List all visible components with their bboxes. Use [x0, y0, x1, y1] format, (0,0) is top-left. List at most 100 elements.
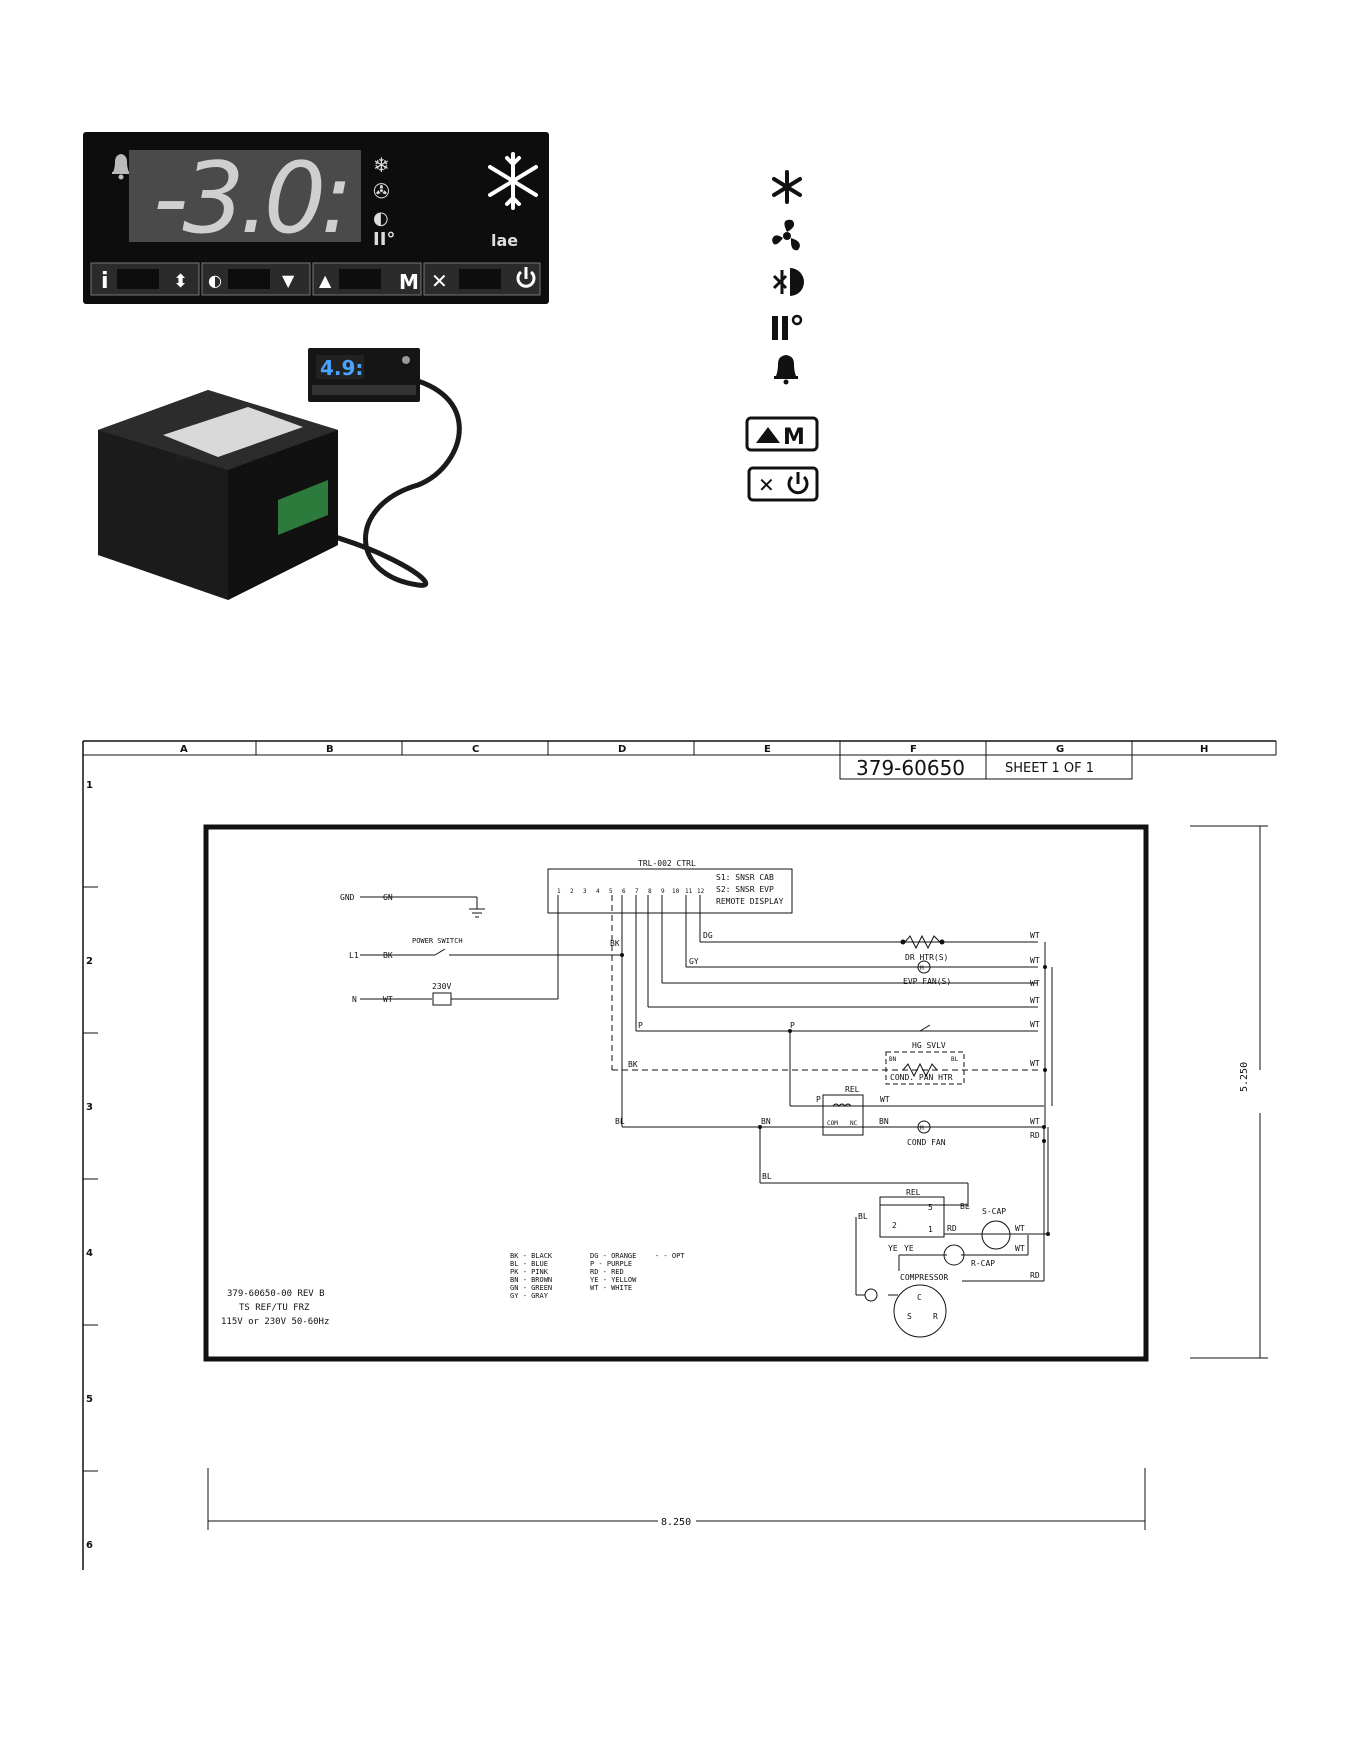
- svg-text:BL: BL: [762, 1172, 772, 1181]
- svg-text:DG: DG: [703, 931, 713, 940]
- icon-legend: M ✕: [745, 170, 819, 502]
- svg-text:N: N: [352, 995, 357, 1004]
- svg-text:R-CAP: R-CAP: [971, 1259, 995, 1268]
- svg-text:6: 6: [622, 888, 626, 895]
- svg-text:BK: BK: [610, 939, 620, 948]
- defrost-icon: ◐: [373, 208, 389, 229]
- svg-text:4: 4: [596, 888, 600, 895]
- svg-text:REL: REL: [845, 1085, 860, 1094]
- svg-text:G: G: [1056, 744, 1064, 755]
- svg-text:5: 5: [609, 888, 613, 895]
- svg-text:379-60650-00 REV B: 379-60650-00 REV B: [227, 1289, 325, 1299]
- svg-text:WT: WT: [1030, 931, 1040, 940]
- defrost-icon: [772, 268, 804, 296]
- up-triangle-icon: ▲: [319, 271, 332, 290]
- svg-text:B: B: [326, 744, 334, 755]
- controller-display-panel: -3.0: ❄ ✇ ◐ II° lae i ⬍ ◐ ▼ ▲: [83, 132, 549, 304]
- svg-text:2: 2: [892, 1221, 897, 1230]
- component-labels: DR HTR(S) EVP FAN(S) HG SVLV COND. PAN H…: [827, 953, 1006, 1321]
- pause-degree-icon: [772, 314, 803, 340]
- svg-text:BL: BL: [615, 1117, 625, 1126]
- fan-icon: [772, 219, 800, 251]
- svg-text:115V or 230V 50-60Hz: 115V or 230V 50-60Hz: [221, 1317, 329, 1327]
- components: [822, 934, 1011, 1338]
- alarm-bell-icon: [112, 154, 130, 180]
- svg-text:C: C: [472, 744, 479, 755]
- start-capacitor: [981, 1220, 1011, 1250]
- drawing-number: 379-60650: [856, 756, 965, 780]
- svg-text:GN: GN: [383, 893, 393, 902]
- svg-text:BN: BN: [761, 1117, 771, 1126]
- svg-text:A: A: [180, 744, 188, 755]
- svg-text:L1: L1: [349, 951, 359, 960]
- svg-text:6: 6: [86, 1540, 93, 1551]
- svg-text:COND. PAN HTR: COND. PAN HTR: [890, 1073, 953, 1082]
- up-m-key-icon: M: [745, 416, 819, 452]
- width-dimension: [207, 1468, 1146, 1530]
- svg-text:S1: SNSR CAB: S1: SNSR CAB: [716, 873, 774, 882]
- svg-text:8: 8: [648, 888, 652, 895]
- display-cable: [287, 372, 462, 588]
- svg-text:BL: BL: [951, 1056, 959, 1063]
- pause-degree-icon: II°: [373, 229, 395, 250]
- m-label: M: [399, 270, 419, 294]
- close-icon: ✕: [431, 269, 448, 293]
- cond-fan-motor: [917, 1120, 931, 1134]
- svg-text:COND FAN: COND FAN: [907, 1138, 946, 1147]
- svg-text:PK - PINK: PK - PINK: [510, 1268, 549, 1276]
- info-label: i: [101, 269, 109, 294]
- diagram-border: [203, 824, 1149, 1362]
- svg-text:P: P: [790, 1021, 795, 1030]
- svg-text:GND: GND: [340, 893, 355, 902]
- svg-text:4: 4: [86, 1248, 93, 1259]
- display-panel-graphic: -3.0: ❄ ✇ ◐ II° lae i ⬍ ◐ ▼ ▲: [90, 142, 541, 296]
- svg-text:P - PURPLE: P - PURPLE: [590, 1260, 632, 1268]
- svg-text:YE - YELLOW: YE - YELLOW: [590, 1276, 637, 1284]
- svg-text:BL: BL: [858, 1212, 868, 1221]
- svg-text:M: M: [783, 425, 805, 450]
- revision-notes: 379-60650-00 REV B TS REF/TU FRZ 115V or…: [221, 1289, 329, 1327]
- svg-text:WT: WT: [1030, 956, 1040, 965]
- svg-text:P: P: [638, 1021, 643, 1030]
- svg-text:1: 1: [928, 1225, 933, 1234]
- svg-text:5: 5: [86, 1394, 93, 1405]
- svg-text:BL - BLUE: BL - BLUE: [510, 1260, 548, 1268]
- svg-text:GY: GY: [689, 957, 699, 966]
- product-photo: lae 4.9:: [98, 348, 462, 600]
- grid-column-labels: A B C D E F G H: [180, 744, 1208, 755]
- svg-text:RD: RD: [1030, 1131, 1040, 1140]
- sheet-number: SHEET 1 OF 1: [1005, 761, 1094, 776]
- svg-text:BK: BK: [383, 951, 393, 960]
- svg-text:COMPRESSOR: COMPRESSOR: [900, 1273, 948, 1282]
- svg-text:WT: WT: [1030, 1020, 1040, 1029]
- up-down-icon: ⬍: [173, 271, 188, 292]
- din-rail-module: lae: [98, 390, 338, 600]
- compressor-motor: [893, 1284, 947, 1338]
- controller-label: TRL-002 CTRL: [638, 859, 696, 868]
- svg-text:D: D: [618, 744, 626, 755]
- svg-text:BL: BL: [960, 1202, 970, 1211]
- svg-text:✕: ✕: [758, 473, 775, 497]
- remote-display: 4.9:: [308, 348, 420, 402]
- wires: [360, 895, 1053, 1296]
- svg-text:YE: YE: [904, 1244, 914, 1253]
- svg-text:NC: NC: [850, 1120, 858, 1127]
- svg-text:3: 3: [86, 1102, 93, 1113]
- svg-text:DR HTR(S): DR HTR(S): [905, 953, 948, 962]
- lcd-window: [129, 150, 361, 242]
- svg-text:YE: YE: [888, 1244, 898, 1253]
- fan-icon: ✇: [373, 179, 390, 203]
- svg-text:HG SVLV: HG SVLV: [912, 1041, 946, 1050]
- svg-text:WT: WT: [1030, 996, 1040, 1005]
- svg-text:H: H: [1200, 744, 1208, 755]
- relay-box: [822, 1094, 864, 1136]
- svg-text:S-CAP: S-CAP: [982, 1207, 1006, 1216]
- svg-text:EVP FAN(S): EVP FAN(S): [903, 977, 951, 986]
- door-heater-resistor: [904, 934, 941, 950]
- svg-text:GY - GRAY: GY - GRAY: [510, 1292, 549, 1300]
- remote-reading: 4.9:: [320, 356, 363, 380]
- module-brand: lae: [176, 454, 191, 464]
- svg-text:BK: BK: [628, 1060, 638, 1069]
- svg-text:POWER SWITCH: POWER SWITCH: [412, 937, 463, 945]
- display-reading: -3.0:: [153, 142, 347, 256]
